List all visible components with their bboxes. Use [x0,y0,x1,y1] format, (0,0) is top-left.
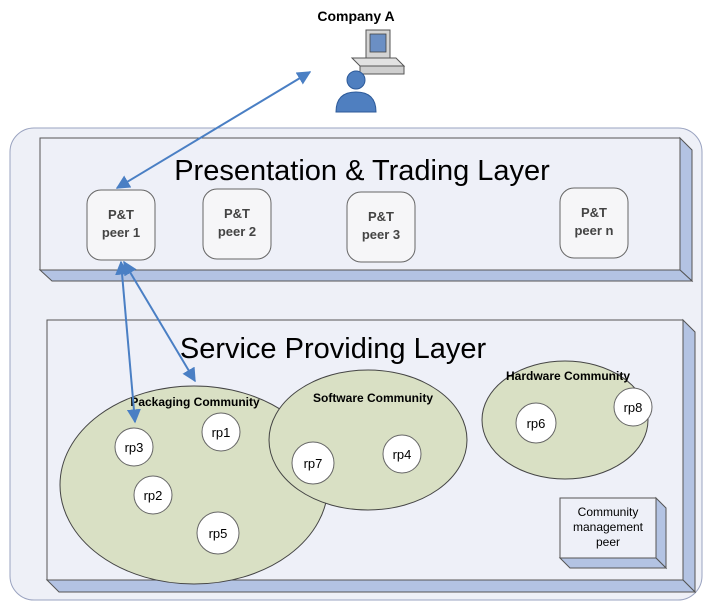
rp2-node: rp2 [133,475,173,515]
software-community-label: Software Community [313,391,433,405]
hardware-community [481,360,649,480]
computer-user-icon [335,29,406,113]
rp6-node: rp6 [515,402,557,444]
rp4-label: rp4 [393,447,412,462]
rp7-label: rp7 [304,456,323,471]
company-label: Company A [317,8,394,24]
pt-peer-2-line1: P&T [224,206,250,221]
pt-peer-2: P&T peer 2 [202,188,272,260]
pt-peer-1-line1: P&T [108,207,134,222]
arrow-peer1-to-packaging [123,260,196,383]
rp7-node: rp7 [291,441,335,485]
rp5-node: rp5 [196,511,240,555]
pt-peer-3-line2: peer 3 [362,227,400,242]
rp3-label: rp3 [125,440,144,455]
rp1-label: rp1 [212,425,231,440]
rp2-label: rp2 [144,488,163,503]
packaging-community-label: Packaging Community [130,395,260,409]
pt-peer-1: P&T peer 1 [86,189,156,261]
presentation-layer-title: Presentation & Trading Layer [174,155,550,187]
pt-peer-1-line2: peer 1 [102,225,140,240]
rp8-label: rp8 [624,400,643,415]
rp4-node: rp4 [382,434,422,474]
pt-peer-3-line1: P&T [368,209,394,224]
community-management-peer: Community management peer [558,496,668,570]
rp3-node: rp3 [114,427,154,467]
pt-peer-2-line2: peer 2 [218,224,256,239]
hardware-community-label: Hardware Community [506,369,630,383]
arrow-company-to-peer1 [115,71,312,189]
pt-peer-n-line2: peer n [574,223,613,238]
management-peer-line1: Community [578,505,639,519]
rp1-node: rp1 [201,412,241,452]
pt-peer-3: P&T peer 3 [346,191,416,263]
management-peer-line2: management [573,520,644,534]
rp8-node: rp8 [613,387,653,427]
service-layer-title: Service Providing Layer [180,333,487,365]
management-peer-line3: peer [596,535,620,549]
rp5-label: rp5 [209,526,228,541]
pt-peer-n-line1: P&T [581,205,607,220]
pt-peer-n: P&T peer n [559,187,629,259]
rp6-label: rp6 [527,416,546,431]
